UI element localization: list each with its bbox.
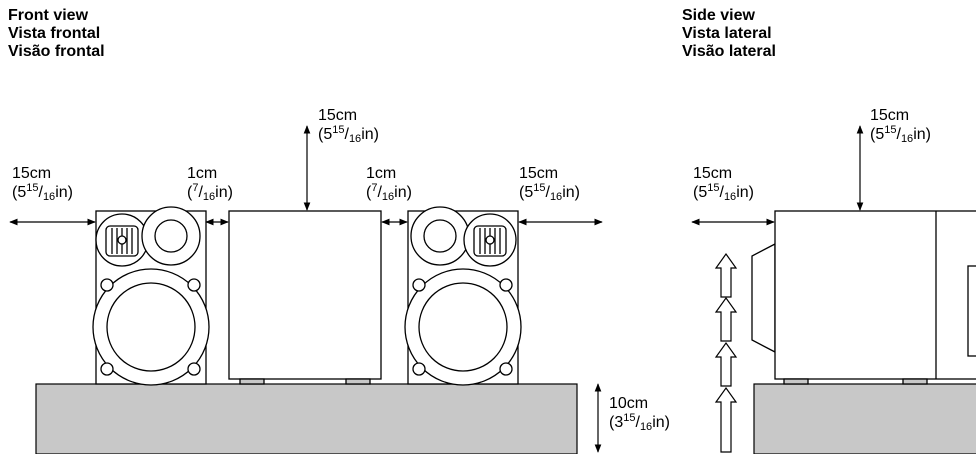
front-view-title-en: Front view — [8, 7, 89, 24]
side-unit — [751, 210, 976, 385]
front-platform — [35, 383, 578, 454]
side-left-clearance-label: 15cm (515/16in) — [693, 165, 754, 203]
side-view-title-pt: Visão lateral — [682, 43, 776, 60]
side-top-clearance-label: 15cm (515/16in) — [870, 107, 931, 145]
side-view-title: Side view Vista lateral Visão lateral — [682, 7, 776, 61]
airflow-arrow-2 — [714, 296, 738, 342]
side-view-title-es: Vista lateral — [682, 25, 772, 42]
airflow-arrow-4 — [714, 386, 738, 453]
front-right-clearance-label: 15cm (515/16in) — [519, 165, 580, 203]
front-view-title-pt: Visão frontal — [8, 43, 105, 60]
airflow-arrows — [714, 252, 738, 453]
front-view-title: Front view Vista frontal Visão frontal — [8, 7, 105, 61]
front-floor-clearance-label: 10cm (315/16in) — [609, 395, 670, 433]
left-speaker — [92, 206, 210, 386]
front-gap-left-label: 1cm (7/16in) — [187, 165, 233, 203]
right-speaker — [404, 206, 522, 386]
front-view-title-es: Vista frontal — [8, 25, 101, 42]
side-platform — [753, 383, 976, 454]
airflow-arrow-1 — [714, 252, 738, 298]
front-gap-right-label: 1cm (7/16in) — [366, 165, 412, 203]
center-unit — [228, 210, 382, 385]
side-view-title-en: Side view — [682, 7, 755, 24]
airflow-arrow-3 — [714, 341, 738, 387]
front-left-clearance-label: 15cm (515/16in) — [12, 165, 73, 203]
front-top-clearance-label: 15cm (515/16in) — [318, 107, 379, 145]
